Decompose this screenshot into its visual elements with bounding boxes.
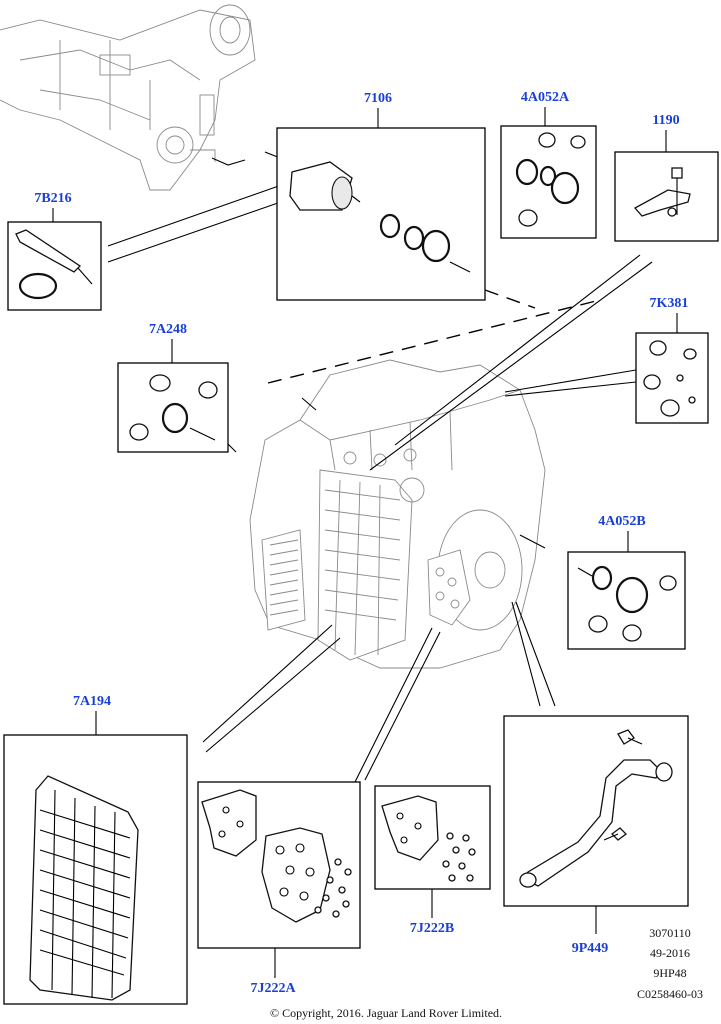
oil-pan-part (29, 775, 139, 1001)
callout-4a052b: 4A052B (598, 514, 645, 529)
callout-1190: 1190 (652, 113, 679, 128)
filter-part (289, 161, 471, 273)
bracket-part (633, 167, 691, 217)
callout-9p449: 9P449 (572, 941, 609, 956)
valve-plate-kit-a-parts (201, 789, 352, 923)
meta-line-3: 9HP48 (653, 966, 686, 980)
copyright-text: © Copyright, 2016. Jaguar Land Rover Lim… (270, 1006, 502, 1020)
callout-7j222a: 7J222A (250, 981, 296, 996)
sealant-tube-part (15, 229, 93, 300)
plug-kit-parts (643, 340, 697, 417)
seal-kit-7a248-parts (129, 374, 218, 441)
meta-line-1: 3070110 (649, 926, 691, 940)
callout-7b216: 7B216 (34, 191, 71, 206)
seal-kit-b-parts (577, 565, 677, 642)
box-1190 (614, 151, 719, 242)
leader-lines (107, 151, 653, 783)
callout-7k381: 7K381 (650, 296, 689, 311)
seal-kit-a-parts (515, 132, 586, 227)
callout-7a248: 7A248 (149, 322, 187, 337)
callout-7j222b: 7J222B (410, 921, 454, 936)
meta-line-4: C0258460-03 (637, 987, 703, 1001)
callout-7106: 7106 (364, 91, 392, 106)
meta-line-2: 49-2016 (650, 946, 690, 960)
callout-4a052a: 4A052A (521, 90, 570, 105)
transmission-illustration (249, 359, 546, 669)
callout-7a194: 7A194 (73, 694, 111, 709)
box-7106 (276, 127, 486, 301)
valve-plate-kit-b-parts (381, 795, 476, 882)
drivetrain-illustration (0, 4, 256, 191)
oil-pipe-part (519, 729, 673, 888)
